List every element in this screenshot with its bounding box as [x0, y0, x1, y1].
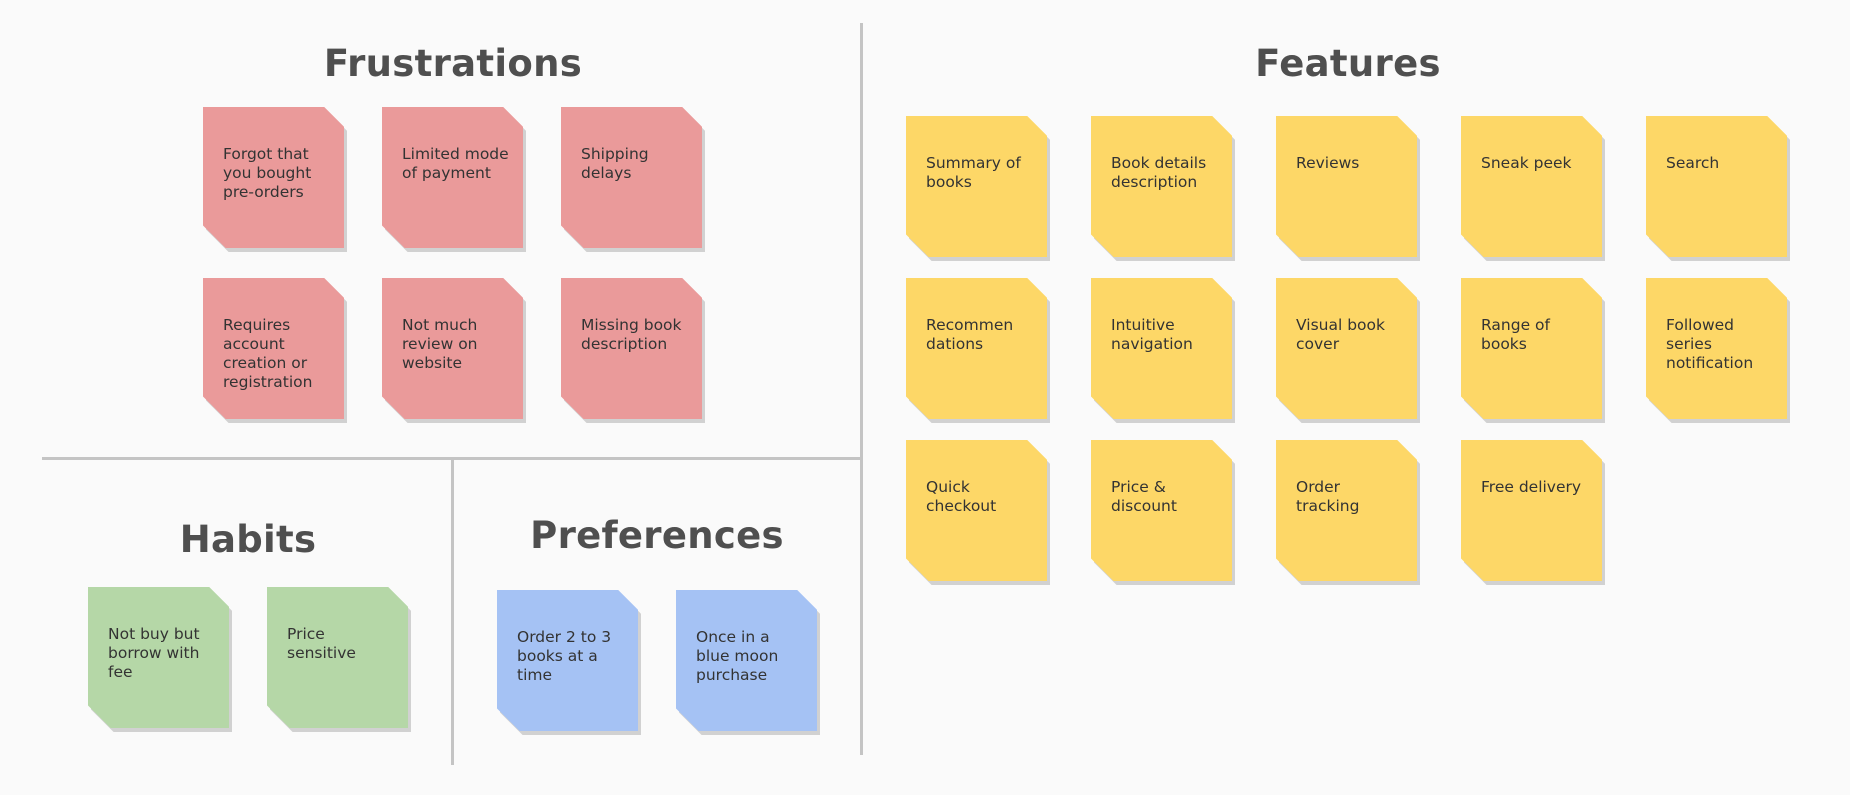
feature-note[interactable]: Search [1646, 116, 1787, 257]
feature-note[interactable]: Quick checkout [906, 440, 1047, 581]
preferences-title: Preferences [530, 514, 784, 557]
frustration-note[interactable]: Forgot that you bought pre-orders [203, 107, 344, 248]
feature-note[interactable]: Followed series notification [1646, 278, 1787, 419]
feature-note[interactable]: Sneak peek [1461, 116, 1602, 257]
habit-note[interactable]: Price sensitive [267, 587, 408, 728]
frustration-note[interactable]: Shipping delays [561, 107, 702, 248]
features-title: Features [1255, 42, 1441, 85]
frustration-note[interactable]: Limited mode of payment [382, 107, 523, 248]
feature-note[interactable]: Visual book cover [1276, 278, 1417, 419]
preference-note[interactable]: Order 2 to 3 books at a time [497, 590, 638, 731]
feature-note[interactable]: Book details description [1091, 116, 1232, 257]
feature-note[interactable]: Price & discount [1091, 440, 1232, 581]
vertical-divider-main [860, 23, 863, 755]
feature-note[interactable]: Range of books [1461, 278, 1602, 419]
vertical-divider-bottom [451, 460, 454, 765]
frustration-note[interactable]: Not much review on website [382, 278, 523, 419]
frustration-note[interactable]: Missing book description [561, 278, 702, 419]
feature-note[interactable]: Reviews [1276, 116, 1417, 257]
feature-note[interactable]: Order tracking [1276, 440, 1417, 581]
frustration-note[interactable]: Requires account creation or registratio… [203, 278, 344, 419]
habits-title: Habits [179, 518, 317, 561]
habit-note[interactable]: Not buy but borrow with fee [88, 587, 229, 728]
feature-note[interactable]: Free delivery [1461, 440, 1602, 581]
feature-note[interactable]: Recommen dations [906, 278, 1047, 419]
preference-note[interactable]: Once in a blue moon purchase [676, 590, 817, 731]
feature-note[interactable]: Summary of books [906, 116, 1047, 257]
horizontal-divider-left [42, 457, 862, 460]
frustrations-title: Frustrations [323, 42, 583, 85]
feature-note[interactable]: Intuitive navigation [1091, 278, 1232, 419]
